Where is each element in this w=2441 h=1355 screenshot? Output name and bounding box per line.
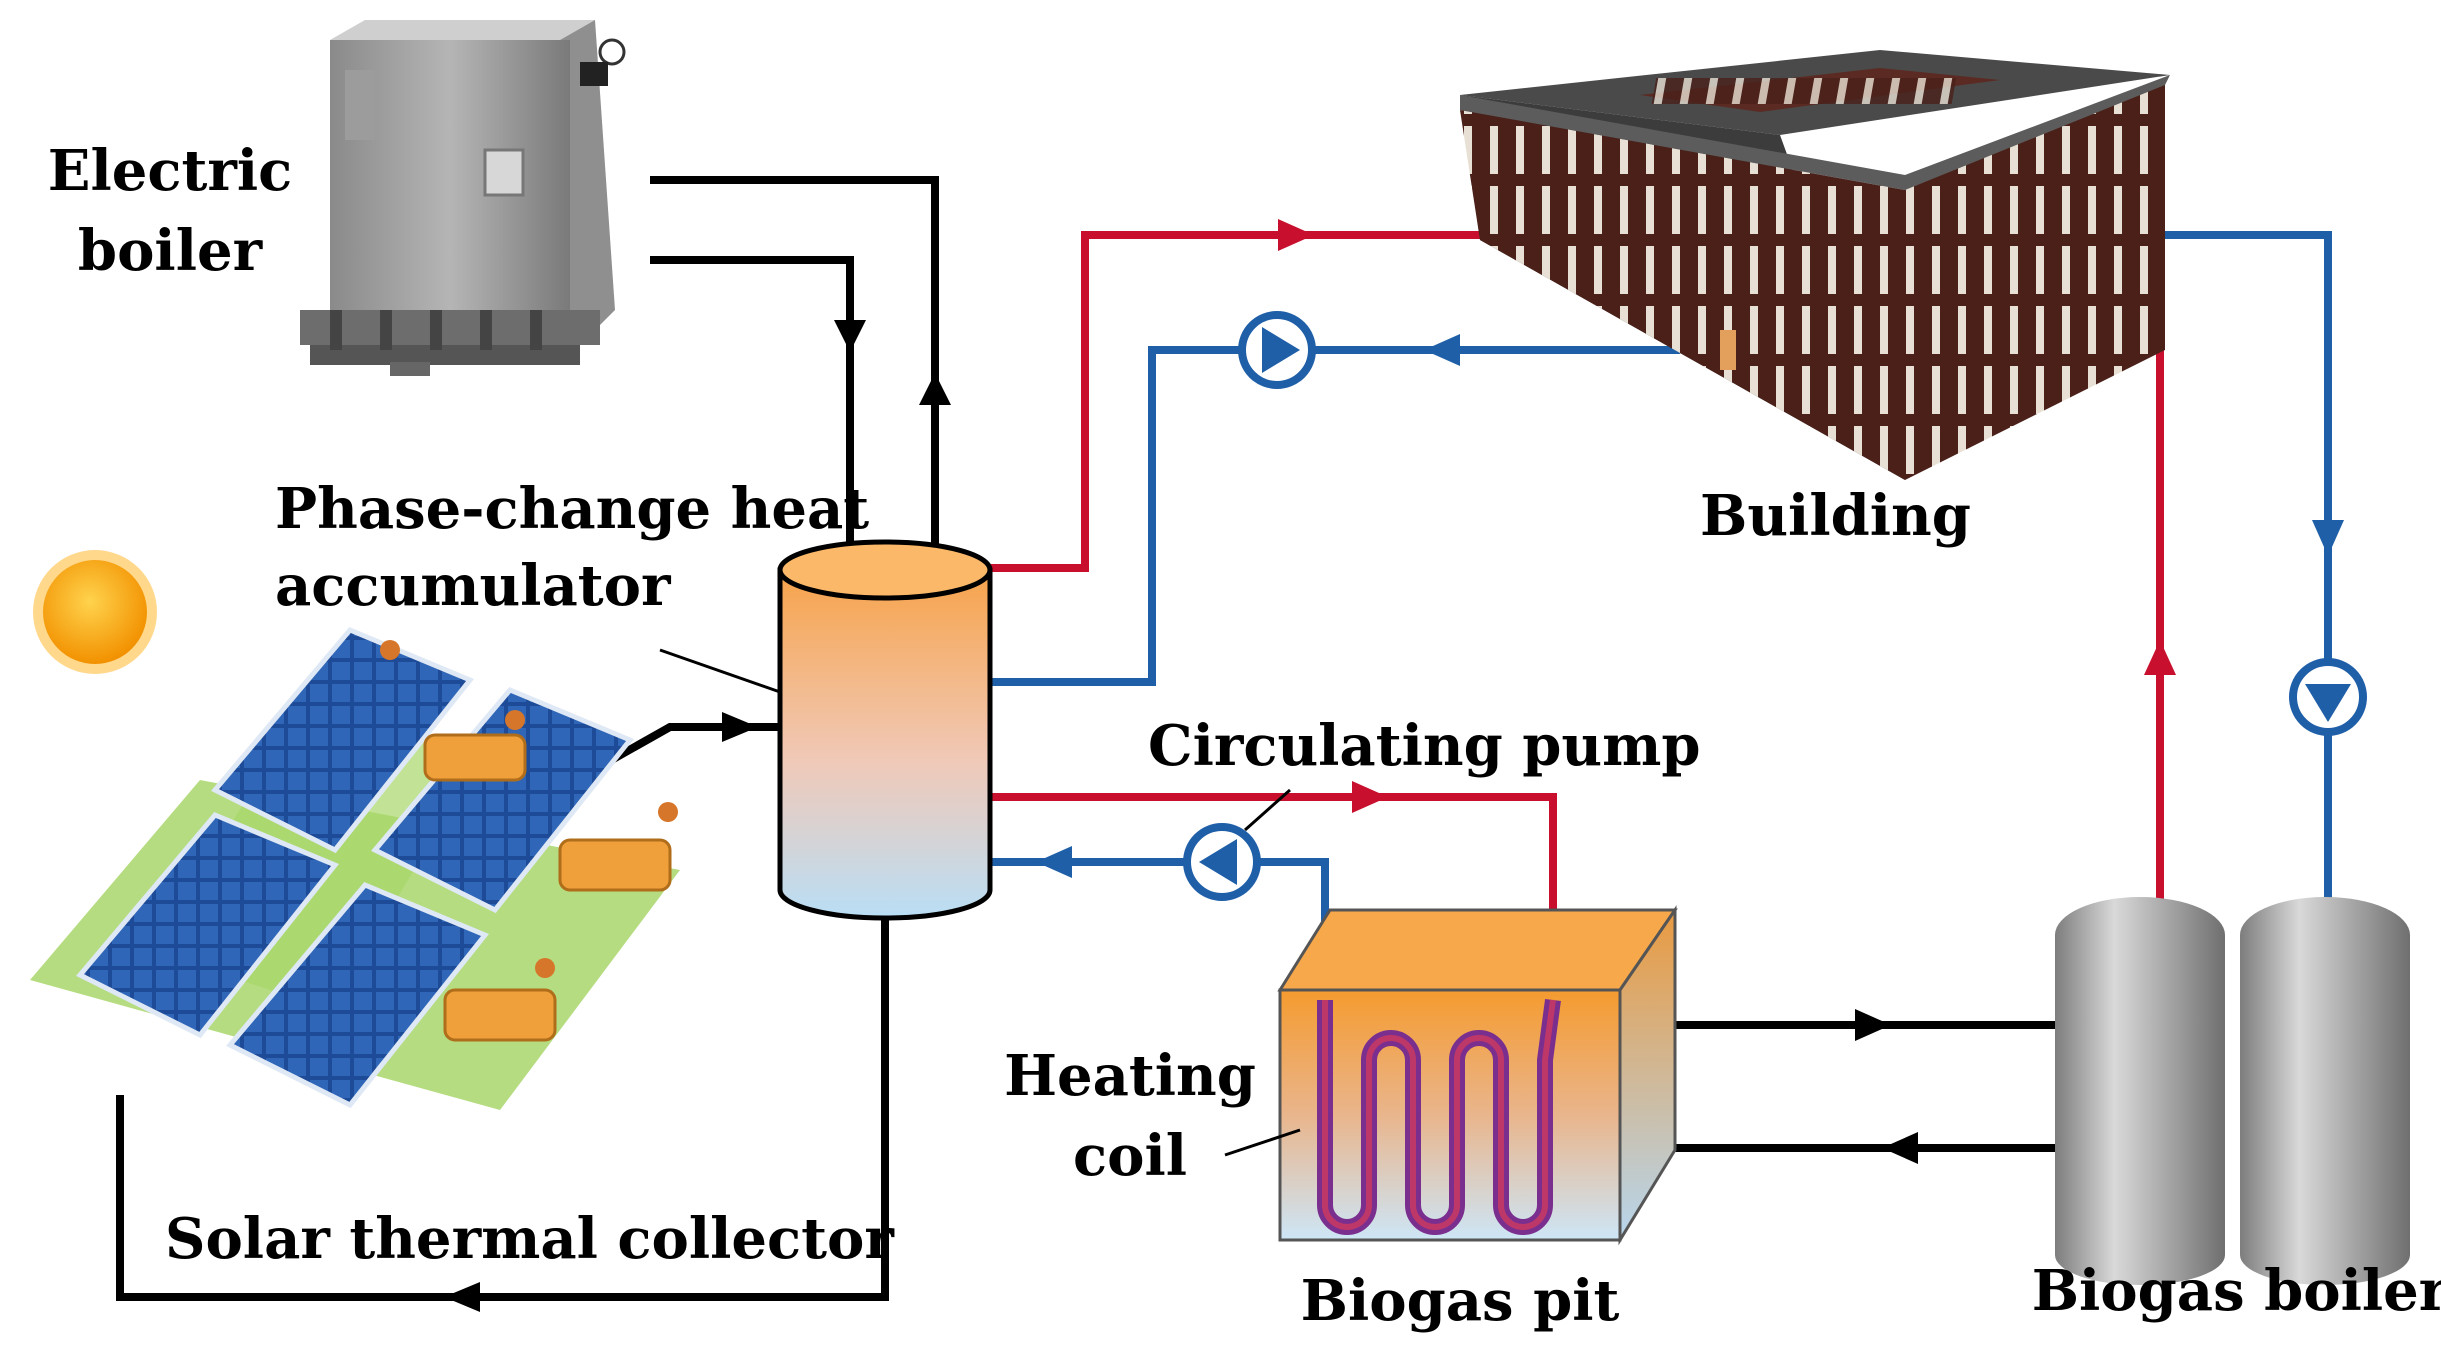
label-heating-coil-line2: coil [1073,1123,1187,1189]
building-return-pipe [990,346,1680,686]
accumulator-leader-line [659,648,781,694]
arrow-right-black-pit [1855,1009,1891,1041]
building [1460,50,2170,480]
building-supply-pipe [990,231,1480,572]
sun-icon [33,550,157,674]
label-accumulator-line2: accumulator [275,553,672,619]
arrow-right-red-mid [1352,781,1388,813]
pit-boiler-pipes [1675,1021,2055,1152]
phase-change-accumulator [777,539,993,921]
label-heating-coil-line1: Heating [1004,1043,1256,1109]
arrow-up-black [919,373,951,405]
biogas-pit [1277,905,1678,1246]
solar-thermal-collector [30,626,680,1110]
boiler-building-red-pipe [2020,346,2164,900]
arrow-down-blue-right [2312,520,2344,556]
arrow-left-black [444,1282,480,1312]
heating-coil-leader-line [1224,1128,1301,1157]
arrow-left-black-pit [1882,1132,1918,1164]
label-biogas-boiler: Biogas boiler [2032,1258,2441,1324]
arrow-right-black [722,712,758,742]
label-solar-collector: Solar thermal collector [165,1206,895,1272]
label-electric-boiler-line1: Electric [48,138,292,204]
circulating-pump-right [2289,658,2367,736]
label-circulating-pump: Circulating pump [1148,713,1701,779]
circulating-pump-leader-line [1244,788,1291,832]
label-electric-boiler-line2: boiler [78,218,264,284]
label-accumulator-line1: Phase-change heat [275,476,869,542]
label-building: Building [1700,483,1971,549]
biogas-boiler [2055,897,2410,1285]
arrow-right-red-top [1278,219,1314,251]
arrow-left-blue-mid [1036,846,1072,878]
label-biogas-pit: Biogas pit [1301,1268,1620,1334]
arrow-down-black [834,320,866,352]
electric-boiler-pipes [650,176,939,545]
arrow-up-red-right [2144,640,2176,675]
circulating-pump-mid [1183,823,1261,901]
electric-boiler [300,20,626,376]
circulating-pump-top [1238,311,1316,389]
coil-return-pipe [990,858,1329,1000]
arrow-left-blue-top [1424,334,1460,366]
